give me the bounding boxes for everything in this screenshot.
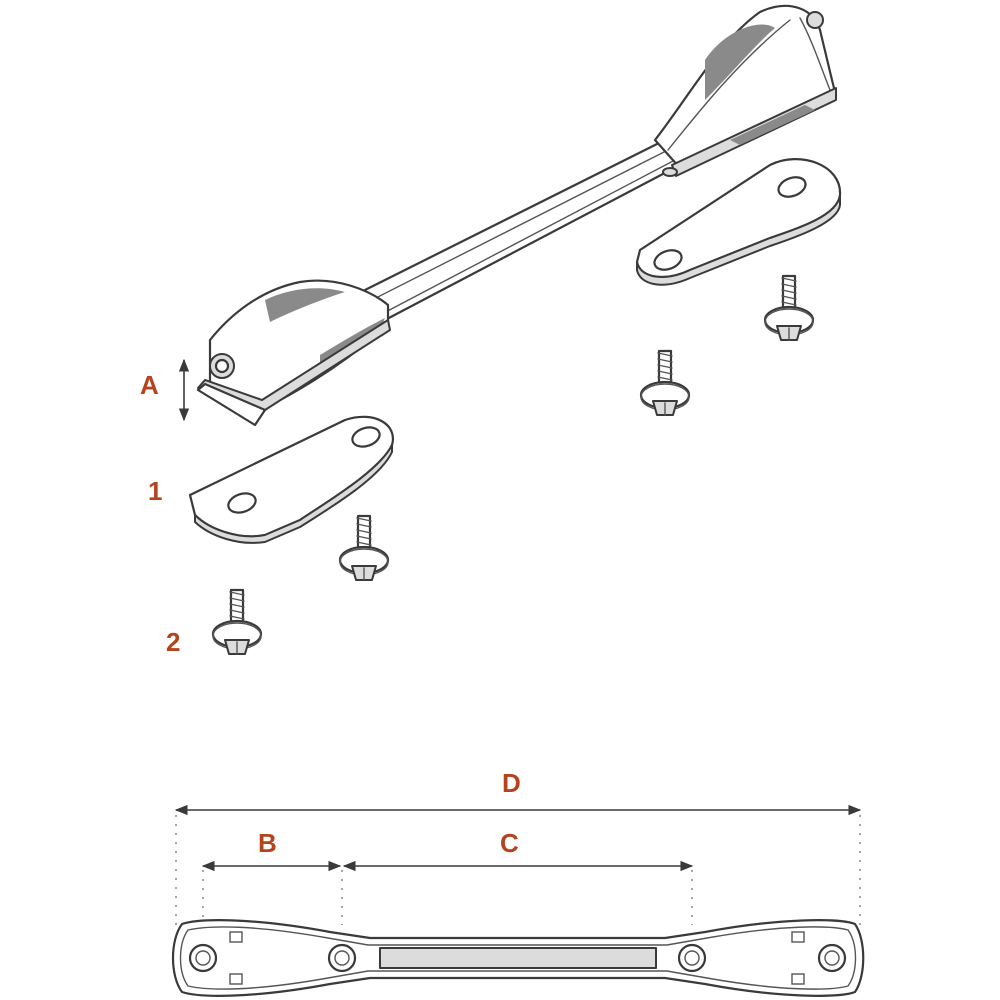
callout-c: C — [500, 828, 519, 858]
right-end-ridge — [667, 19, 791, 151]
top-view-notch — [791, 973, 805, 985]
top-view-shaft-groove — [379, 947, 657, 969]
callout-d: D — [502, 768, 521, 798]
top-view-notch — [229, 931, 243, 943]
left-end-screw-core — [214, 358, 230, 374]
right-end-edge — [799, 17, 831, 91]
right-end-base-shade — [730, 105, 815, 145]
top-view-hole — [677, 943, 707, 973]
top-view-hole — [188, 943, 218, 973]
handle-right-end — [653, 4, 838, 170]
screw — [639, 349, 691, 416]
callout-1: 1 — [148, 476, 162, 506]
callout-b: B — [258, 828, 277, 858]
shaft-edge-lower — [377, 159, 676, 317]
base-plate-right — [635, 158, 842, 286]
left-end-shade — [265, 288, 345, 322]
right-end-peg — [662, 167, 678, 177]
screw — [211, 588, 263, 655]
top-view-hole — [327, 943, 357, 973]
handle-iso — [196, 4, 838, 427]
callout-2: 2 — [166, 627, 180, 657]
shaft-edge — [359, 149, 669, 307]
plate-hole — [777, 176, 807, 198]
top-view-hole — [817, 943, 847, 973]
top-view-notch — [229, 973, 243, 985]
right-end-shade — [705, 24, 775, 100]
right-end-screw-head — [806, 11, 824, 29]
left-end-base-front — [196, 382, 267, 427]
callout-a: A — [140, 370, 159, 400]
top-view-notch — [791, 931, 805, 943]
plate-hole — [653, 249, 683, 271]
plate-hole — [227, 492, 257, 514]
screws — [211, 274, 815, 655]
base-plate-left — [188, 415, 395, 544]
handle-top-view — [172, 919, 865, 997]
handle-left-end — [208, 279, 390, 410]
screw — [338, 514, 390, 581]
plate-hole — [351, 426, 381, 448]
screw — [763, 274, 815, 341]
handle-shaft — [343, 138, 682, 322]
